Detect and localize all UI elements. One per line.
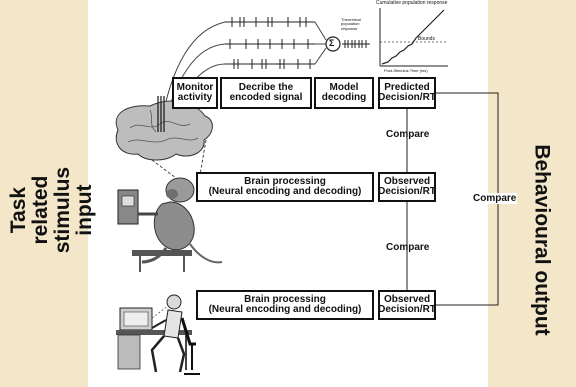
spike-train-2 [225, 39, 315, 49]
behavioural-output-text: Behavioural output [531, 144, 554, 336]
brain-processing-box-monkey: Brain processing (Neural encoding and de… [196, 172, 374, 202]
theoretical-response-label: Theoretical population response [341, 17, 361, 31]
sum-inputs [314, 21, 327, 65]
predicted-decision-box: Predicted Decision/RT [378, 77, 436, 109]
monitor-activity-box: Monitor activity [172, 77, 218, 109]
behavioural-output-label: Behavioural output [512, 100, 572, 380]
compare-right-label: Compare [472, 193, 518, 204]
electrode-bundle [157, 96, 165, 132]
sum-symbol: Σ [329, 38, 335, 48]
spike-train-3 [225, 59, 315, 69]
describe-signal-box: Decribe the encoded signal [220, 77, 312, 109]
observed-decision-box-human: Observed Decision/RT [378, 290, 436, 320]
mini-plot-title: Cumulative population response [376, 0, 448, 6]
task-input-label: Task related stimulus input [7, 60, 96, 360]
brain-processing-box-human: Brain processing (Neural encoding and de… [196, 290, 374, 320]
observed-decision-box-monkey: Observed Decision/RT [378, 172, 436, 202]
compare-lower-label: Compare [386, 242, 430, 253]
output-spike-train [342, 40, 370, 48]
zoom-lines [151, 139, 207, 179]
monkey-illustration [117, 177, 223, 272]
spike-train-1 [225, 17, 315, 27]
sum-circle [325, 36, 341, 52]
task-input-text: Task related stimulus input [6, 166, 97, 254]
mini-plot-threshold: Bounds [418, 36, 435, 42]
mini-plot [379, 8, 448, 67]
model-decoding-box: Model decoding [314, 77, 374, 109]
mini-plot-xlabel: Post-Stimulus Time (ms) [384, 68, 428, 73]
human-illustration [116, 294, 200, 375]
compare-upper-label: Compare [386, 129, 430, 140]
